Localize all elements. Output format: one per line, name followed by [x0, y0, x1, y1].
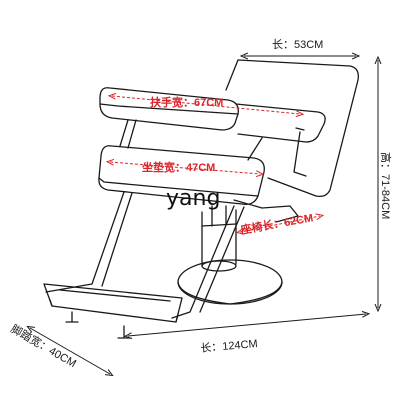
- backrest-rod: [293, 131, 307, 177]
- footrest: [43, 283, 183, 323]
- armrest-width-line: [112, 96, 300, 114]
- backrest-inner-edge: [225, 59, 239, 91]
- backrest: [237, 59, 359, 198]
- seat-width-line: [110, 162, 260, 174]
- front-frame: [45, 191, 125, 293]
- total-length-line: [128, 314, 366, 336]
- armrest-right: [235, 103, 326, 143]
- seat-length-line: [240, 216, 320, 232]
- armrest-width-label: 扶手宽：67CM: [150, 97, 224, 109]
- top-length-label: 长：53CM: [272, 39, 324, 51]
- round-base: [177, 259, 283, 305]
- red-dimension-lines: [110, 96, 320, 232]
- armrest-support-left: [119, 119, 129, 147]
- height-label: 高：71-84CM: [379, 152, 391, 220]
- footrest-width-line: [30, 328, 110, 374]
- armrest-support-right: [247, 137, 263, 161]
- foot-left: [65, 311, 79, 323]
- seat-cushion-width-label: 坐垫宽：47CM: [142, 162, 216, 174]
- watermark: yang: [166, 186, 221, 211]
- dimension-lines: [30, 56, 378, 374]
